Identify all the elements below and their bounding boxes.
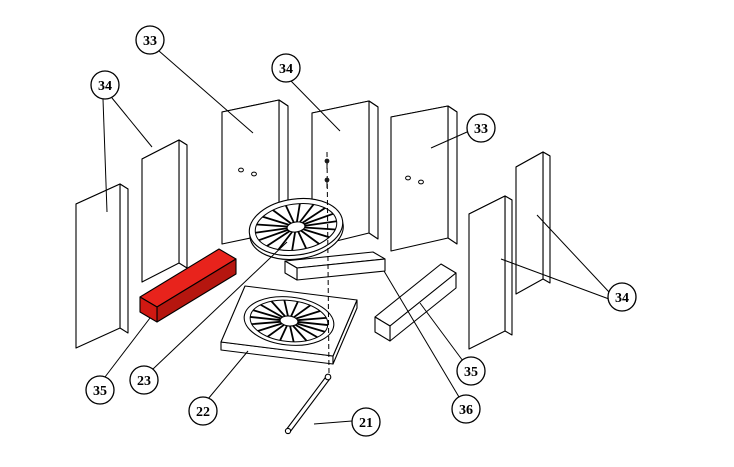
leader-35-left	[104, 317, 151, 378]
callout-33-rear-right[interactable]: 33	[466, 113, 496, 143]
rear-brick-right[interactable]	[390, 105, 458, 252]
mount-hole	[238, 167, 244, 173]
leader-34-left-inner	[111, 97, 153, 148]
panel-front-face	[515, 151, 544, 295]
bar-end-face	[374, 316, 391, 342]
left-side-brick-inner[interactable]	[141, 139, 188, 283]
rod-eye	[324, 373, 332, 381]
callout-label: 35	[93, 384, 107, 399]
red-bar-end-face	[139, 296, 158, 323]
callout-23[interactable]: 23	[129, 365, 159, 395]
callout-circle	[85, 375, 115, 405]
grate-hub	[279, 315, 299, 327]
right-side-brick-inner[interactable]	[468, 195, 513, 350]
callout-label: 34	[615, 291, 629, 306]
callout-circle	[466, 113, 496, 143]
callout-label: 34	[98, 79, 112, 94]
panel-front-face	[141, 139, 180, 283]
callout-label: 21	[359, 416, 373, 431]
callout-label: 36	[459, 403, 473, 418]
callout-circle	[271, 53, 301, 83]
assembly-axis	[324, 151, 330, 375]
leader-23	[152, 241, 288, 370]
callout-circle	[451, 394, 481, 424]
grate-spokes	[255, 203, 337, 251]
callout-label: 23	[137, 374, 151, 389]
callout-35-right[interactable]: 35	[456, 356, 486, 386]
mount-hole	[405, 175, 411, 181]
axis-screw-bottom[interactable]	[324, 177, 330, 188]
callout-35-left[interactable]: 35	[85, 375, 115, 405]
panel-side-face	[368, 100, 379, 240]
leader-22	[207, 350, 249, 400]
callout-21[interactable]: 21	[351, 407, 381, 437]
panel-side-face	[447, 105, 458, 245]
callout-circle	[129, 365, 159, 395]
left-side-brick-outer[interactable]	[75, 183, 129, 349]
callout-34-left[interactable]: 34	[90, 70, 120, 100]
mount-hole	[251, 171, 257, 177]
panel-side-face	[504, 195, 513, 336]
callout-label: 33	[474, 122, 488, 137]
front-brick-middle[interactable]	[284, 251, 386, 281]
plate-grate	[243, 296, 335, 346]
callout-circle	[456, 356, 486, 386]
leader-36	[383, 270, 460, 398]
panel-side-face	[542, 151, 551, 284]
grate-spokes	[250, 300, 328, 342]
callout-circle	[135, 25, 165, 55]
callout-label: 22	[196, 405, 210, 420]
bar-end-face	[284, 260, 298, 281]
rod-end-cap	[284, 427, 292, 435]
callout-36[interactable]: 36	[451, 394, 481, 424]
leader-lines	[102, 50, 610, 425]
panel-side-face	[119, 183, 129, 334]
grate-hub	[286, 221, 306, 233]
panel-front-face	[390, 105, 449, 252]
callout-label: 35	[464, 365, 478, 380]
panel-front-face	[468, 195, 506, 350]
callout-22[interactable]: 22	[188, 396, 218, 426]
leader-33-rear-right	[430, 131, 468, 149]
axis-screw-top[interactable]	[324, 158, 330, 169]
callout-34-rear-middle[interactable]: 34	[271, 53, 301, 83]
screw-head	[324, 177, 330, 183]
panel-side-face	[178, 139, 188, 269]
panel-front-face	[75, 183, 121, 349]
rod-body	[285, 377, 330, 433]
leader-34-left-outer	[102, 98, 108, 213]
shaking-grate[interactable]	[246, 193, 347, 265]
rear-brick-left[interactable]	[221, 99, 289, 245]
leader-34-right-outer	[536, 214, 610, 293]
axis-dashed-line	[326, 151, 330, 375]
callout-circle	[188, 396, 218, 426]
callout-34-right[interactable]: 34	[607, 282, 637, 312]
front-brick-left-highlighted[interactable]	[139, 248, 237, 323]
callout-33-rear-left[interactable]: 33	[135, 25, 165, 55]
callout-circle	[351, 407, 381, 437]
leader-34-rear-middle	[290, 80, 341, 132]
leader-35-right	[419, 302, 464, 362]
leader-34-right-inner	[500, 258, 610, 300]
callout-circle	[607, 282, 637, 312]
leader-33-rear-left	[158, 50, 254, 134]
screw-head	[324, 158, 330, 164]
callout-label: 34	[279, 62, 293, 77]
leader-21	[313, 420, 353, 425]
right-side-brick-outer[interactable]	[515, 151, 551, 295]
callout-circle	[90, 70, 120, 100]
grate-rod[interactable]	[284, 373, 332, 435]
mount-hole	[418, 179, 424, 185]
base-plate[interactable]	[220, 285, 358, 365]
callout-label: 33	[143, 34, 157, 49]
